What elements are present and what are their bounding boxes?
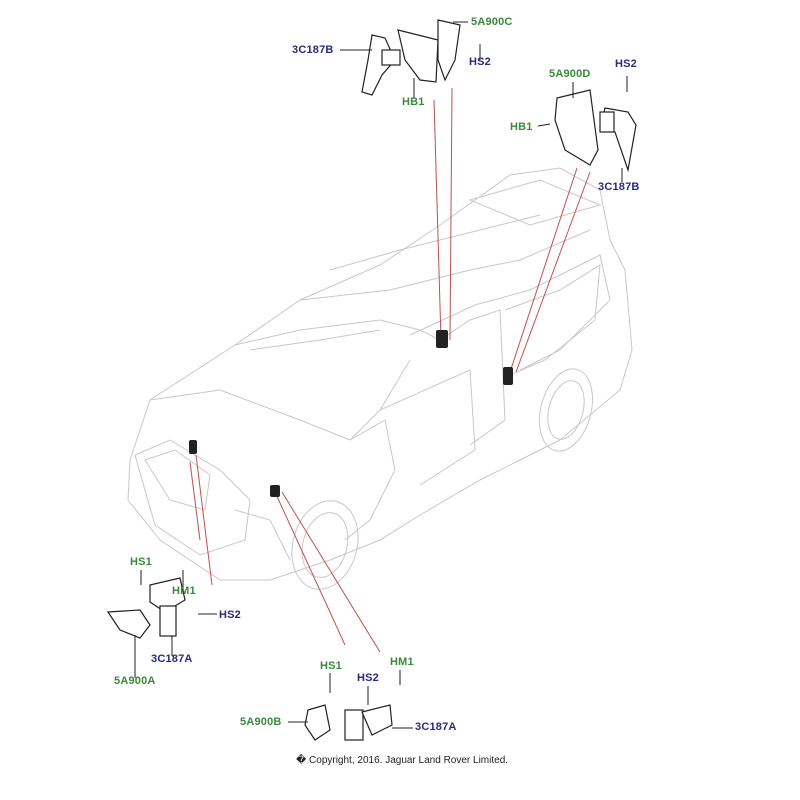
callout-3c187a-left: 3C187A bbox=[151, 653, 193, 665]
sensor-markers bbox=[189, 330, 513, 497]
callout-5a900d: 5A900D bbox=[549, 68, 591, 80]
copyright-notice: � Copyright, 2016. Jaguar Land Rover Lim… bbox=[296, 755, 509, 766]
callout-hb1-rear-left: HB1 bbox=[402, 96, 425, 108]
callout-hs1-front-left: HS1 bbox=[130, 556, 152, 568]
callout-hs2-rear-right: HS2 bbox=[615, 58, 637, 70]
callout-hs2-rear-left: HS2 bbox=[469, 56, 491, 68]
leader-lines bbox=[189, 87, 591, 653]
callout-hm1-front-right: HM1 bbox=[390, 656, 414, 668]
callout-5a900a: 5A900A bbox=[114, 675, 156, 687]
callout-leaders bbox=[134, 21, 628, 729]
callout-3c187a-right: 3C187A bbox=[415, 721, 457, 733]
callout-hs2-front-left: HS2 bbox=[219, 609, 241, 621]
callout-3c187b-right: 3C187B bbox=[598, 181, 640, 193]
callout-hb1-rear-right: HB1 bbox=[510, 121, 533, 133]
callout-hs2-front-right: HS2 bbox=[357, 672, 379, 684]
callout-hs1-front-right: HS1 bbox=[320, 660, 342, 672]
callout-5a900c: 5A900C bbox=[471, 16, 513, 28]
vehicle-outline bbox=[127, 167, 633, 590]
part-assemblies bbox=[106, 19, 637, 741]
callout-5a900b: 5A900B bbox=[240, 716, 282, 728]
callout-hm1-front-left: HM1 bbox=[172, 585, 196, 597]
callout-3c187b-left: 3C187B bbox=[292, 44, 334, 56]
